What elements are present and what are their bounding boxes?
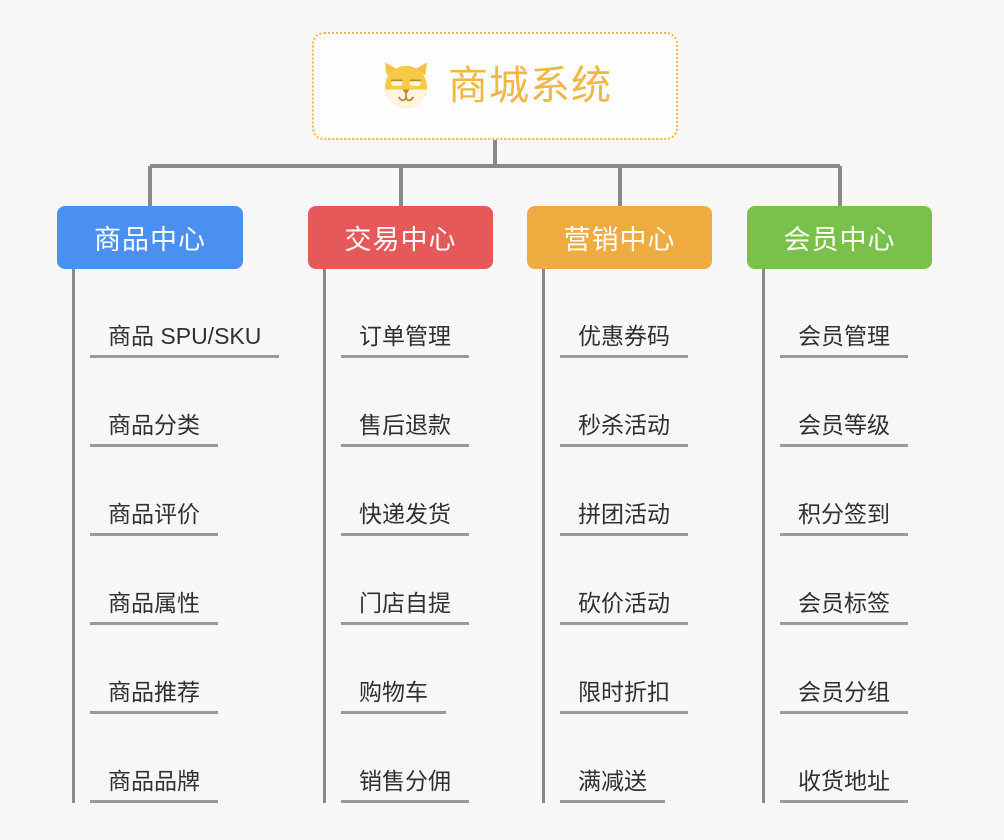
branch-head-label-0: 商品中心: [94, 225, 206, 255]
leaf-item[interactable]: 销售分佣: [341, 714, 493, 803]
leaf-item[interactable]: 会员标签: [780, 536, 932, 625]
leaf-item[interactable]: 快递发货: [341, 447, 493, 536]
leaf-item[interactable]: 订单管理: [341, 269, 493, 358]
branch-column-0: 商品中心 商品 SPU/SKU 商品分类 商品评价 商品属性 商品推荐 商品品牌: [57, 206, 280, 803]
leaf-label: 商品分类: [90, 412, 218, 447]
leaf-label: 优惠券码: [560, 323, 688, 358]
root-node[interactable]: 商城系统: [312, 32, 678, 140]
leaf-label: 售后退款: [341, 412, 469, 447]
leaf-label: 会员等级: [780, 412, 908, 447]
branch-head-3[interactable]: 会员中心: [747, 206, 932, 269]
leaf-item[interactable]: 商品品牌: [90, 714, 279, 803]
branch-column-3: 会员中心 会员管理 会员等级 积分签到 会员标签 会员分组 收货地址: [747, 206, 932, 803]
leaf-item[interactable]: 积分签到: [780, 447, 932, 536]
leaf-item[interactable]: 商品属性: [90, 536, 279, 625]
branch-head-2[interactable]: 营销中心: [527, 206, 712, 269]
leaf-label: 砍价活动: [560, 590, 688, 625]
branch-column-1: 交易中心 订单管理 售后退款 快递发货 门店自提 购物车 销售分佣: [308, 206, 493, 803]
leaf-list-1: 订单管理 售后退款 快递发货 门店自提 购物车 销售分佣: [323, 269, 493, 803]
leaf-label: 限时折扣: [560, 679, 688, 714]
branch-head-1[interactable]: 交易中心: [308, 206, 493, 269]
leaf-label: 商品属性: [90, 590, 218, 625]
leaf-label: 商品评价: [90, 501, 218, 536]
leaf-label: 商品推荐: [90, 679, 218, 714]
leaf-label: 商品 SPU/SKU: [90, 323, 280, 358]
leaf-item[interactable]: 收货地址: [780, 714, 932, 803]
leaf-item[interactable]: 商品评价: [90, 447, 279, 536]
leaf-list-0: 商品 SPU/SKU 商品分类 商品评价 商品属性 商品推荐 商品品牌: [72, 269, 280, 803]
leaf-item[interactable]: 商品分类: [90, 358, 279, 447]
leaf-item[interactable]: 会员管理: [780, 269, 932, 358]
branch-column-2: 营销中心 优惠券码 秒杀活动 拼团活动 砍价活动 限时折扣 满减送: [527, 206, 712, 803]
leaf-label: 积分签到: [780, 501, 908, 536]
leaf-list-2: 优惠券码 秒杀活动 拼团活动 砍价活动 限时折扣 满减送: [542, 269, 712, 803]
leaf-item[interactable]: 限时折扣: [560, 625, 712, 714]
leaf-label: 会员分组: [780, 679, 908, 714]
leaf-item[interactable]: 售后退款: [341, 358, 493, 447]
leaf-item[interactable]: 砍价活动: [560, 536, 712, 625]
branch-head-label-2: 营销中心: [563, 225, 676, 255]
shiba-dog-face-icon: [378, 58, 434, 114]
leaf-label: 秒杀活动: [560, 412, 688, 447]
leaf-label: 商品品牌: [90, 768, 218, 803]
leaf-item[interactable]: 商品 SPU/SKU: [90, 269, 280, 358]
leaf-item[interactable]: 满减送: [560, 714, 712, 803]
leaf-label: 门店自提: [341, 590, 469, 625]
leaf-list-3: 会员管理 会员等级 积分签到 会员标签 会员分组 收货地址: [762, 269, 932, 803]
leaf-label: 会员标签: [780, 590, 908, 625]
leaf-label: 销售分佣: [341, 768, 469, 803]
leaf-label: 收货地址: [780, 768, 908, 803]
root-title: 商城系统: [448, 64, 612, 108]
branch-head-0[interactable]: 商品中心: [57, 206, 243, 269]
leaf-label: 购物车: [341, 679, 446, 714]
leaf-item[interactable]: 拼团活动: [560, 447, 712, 536]
leaf-item[interactable]: 会员等级: [780, 358, 932, 447]
branch-head-label-3: 会员中心: [783, 225, 896, 255]
leaf-label: 快递发货: [341, 501, 469, 536]
leaf-item[interactable]: 门店自提: [341, 536, 493, 625]
leaf-label: 满减送: [560, 768, 665, 803]
leaf-item[interactable]: 购物车: [341, 625, 493, 714]
leaf-item[interactable]: 秒杀活动: [560, 358, 712, 447]
leaf-label: 拼团活动: [560, 501, 688, 536]
leaf-item[interactable]: 会员分组: [780, 625, 932, 714]
leaf-item[interactable]: 优惠券码: [560, 269, 712, 358]
branch-head-label-1: 交易中心: [344, 225, 457, 255]
leaf-item[interactable]: 商品推荐: [90, 625, 279, 714]
leaf-label: 会员管理: [780, 323, 908, 358]
leaf-label: 订单管理: [341, 323, 469, 358]
